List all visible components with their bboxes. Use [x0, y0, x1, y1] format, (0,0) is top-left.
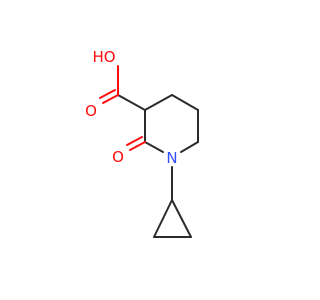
hydroxyl-oxygen-label: HO	[92, 48, 115, 66]
molecule-structure: HO O O N	[85, 48, 199, 238]
atom-labels: HO O O N	[85, 48, 178, 167]
bond-acid-co-1	[102, 94, 119, 104]
bond-acid-co-2	[99, 89, 116, 99]
bond-lactam-co-2	[126, 136, 143, 146]
bond-c2-n	[144, 141, 164, 153]
bond-c5-c4	[171, 94, 199, 111]
bond-c3-acid-carbon	[117, 94, 146, 111]
lactam-carbonyl-oxygen-label: O	[112, 148, 124, 166]
bond-lines	[99, 65, 199, 238]
acid-carbonyl-oxygen-label: O	[85, 102, 97, 120]
bond-n-c6	[180, 141, 199, 153]
ring-nitrogen-label: N	[166, 149, 177, 167]
bond-c4-c3	[144, 94, 173, 111]
bond-cyclopropyl-2	[171, 199, 192, 238]
bond-lactam-co-1	[129, 141, 146, 151]
bond-cyclopropyl-1	[153, 199, 173, 238]
